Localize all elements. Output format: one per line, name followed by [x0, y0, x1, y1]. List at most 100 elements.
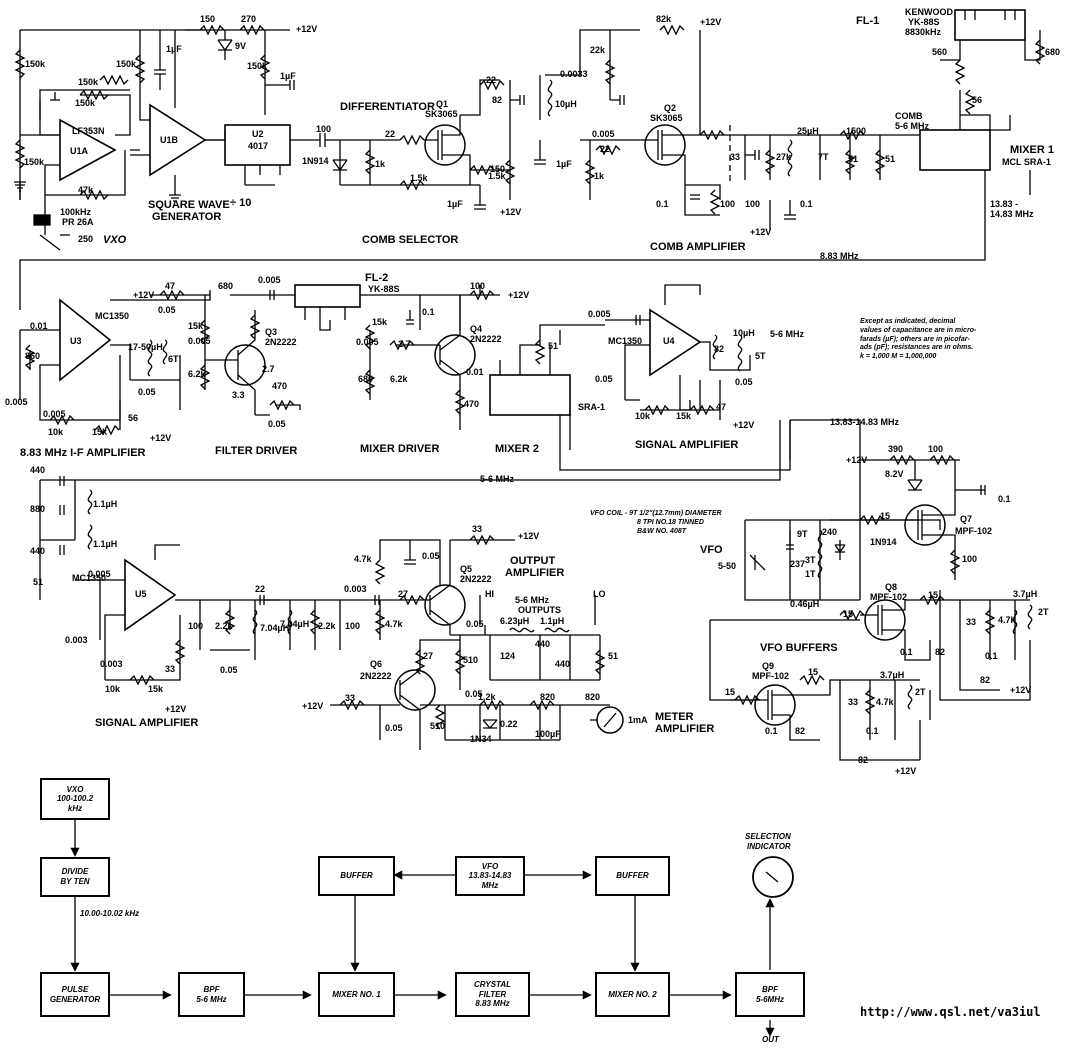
value: 17-50µH [128, 342, 163, 352]
value: 22 [255, 584, 266, 594]
value: 680 [218, 281, 234, 291]
value: 51 [608, 651, 619, 661]
section-meter-amplifier-1: METER [655, 711, 694, 723]
opamp-u1a [59, 118, 117, 182]
value: 51 [548, 341, 559, 351]
block-mixer2-line: MIXER NO. 2 [608, 989, 657, 999]
value: 33 [472, 524, 483, 534]
value: 56 [128, 413, 139, 423]
value: 15k [148, 684, 164, 694]
supply-12v-9: +12V [518, 531, 540, 541]
block-divide: DIVIDE BY TEN [40, 857, 110, 897]
value: 0.003 [100, 659, 123, 669]
value: 22 [486, 75, 497, 85]
value: 1k [375, 159, 386, 169]
label-sra1: SRA-1 [578, 402, 606, 412]
section-square-wave-2: GENERATOR [152, 211, 222, 223]
block-vfo: VFO 13.83-14.83 MHz [455, 856, 525, 896]
label-freq-1383: 13.83-14.83 MHz [830, 417, 900, 427]
component-note-1: Except as indicated, decimal [860, 318, 956, 325]
supply-12v-8: +12V [733, 420, 755, 430]
value: 100 [188, 621, 204, 631]
value: 470 [464, 399, 480, 409]
value: 7.04µH [280, 619, 310, 629]
value: 0.0033 [560, 69, 588, 79]
value: 0.05 [595, 374, 613, 384]
value: 15 [880, 511, 891, 521]
value: 2.7 [262, 364, 275, 374]
value: 6T [168, 354, 179, 364]
label-fl2-model: YK-88S [368, 284, 400, 294]
value: 440 [555, 659, 571, 669]
value: 1.1µH [93, 539, 118, 549]
value: 15k [676, 411, 692, 421]
value: 820 [585, 692, 601, 702]
block-pulse-generator: PULSE GENERATOR [40, 972, 110, 1017]
block-buffer1: BUFFER [318, 856, 395, 896]
label-crystal-part: PR 26A [62, 217, 94, 227]
opamp-u5 [124, 558, 177, 632]
label-u1b: U1B [160, 135, 179, 145]
label-f5: 14.83 MHz [990, 209, 1034, 219]
label-fl1-freq: 8830kHz [905, 27, 942, 37]
block-vxo-line-2: 100-100.2 [56, 794, 94, 804]
value: 33 [966, 617, 977, 627]
value: 100µF [535, 729, 561, 739]
component-note-2: values of capacitance are in micro- [860, 326, 977, 334]
block-crystal-line-3: 8.83 MHz [475, 999, 510, 1009]
value: 0.05 [735, 377, 753, 387]
supply-12v-4: +12V [750, 227, 772, 237]
section-vfo-buffers: VFO BUFFERS [760, 642, 838, 654]
section-if-amplifier: 8.83 MHz I-F AMPLIFIER [20, 447, 146, 459]
value: 82k [656, 14, 672, 24]
value: 440 [30, 465, 46, 475]
value: 150k [78, 77, 99, 87]
value: 100 [962, 554, 978, 564]
value: 22 [385, 129, 396, 139]
block-divide-line-2: BY TEN [60, 877, 90, 886]
label-q1-part: SK3065 [425, 109, 458, 119]
value: 47 [165, 281, 176, 291]
value: 22 [600, 144, 611, 154]
value: 7T [818, 152, 829, 162]
value: 150k [116, 59, 137, 69]
value: 1.1µH [540, 616, 565, 626]
block-crystal-line-2: FILTER [478, 989, 507, 999]
value: 15 [928, 590, 939, 600]
section-vfo: VFO [700, 544, 723, 556]
value: 47k [78, 185, 94, 195]
block-out-label: OUT [762, 1035, 779, 1044]
block-buffer2-line: BUFFER [616, 871, 649, 881]
label-q8-part: MPF-102 [870, 592, 908, 602]
label-1n914-a: 1N914 [302, 156, 329, 166]
transistor-q6-body [394, 669, 436, 711]
value: 6.2k [390, 374, 408, 384]
value: 1µF [280, 71, 296, 81]
value: 51 [33, 577, 44, 587]
label-q8: Q8 [885, 582, 898, 592]
value: 0.1 [422, 307, 435, 317]
label-q6: Q6 [370, 659, 383, 669]
value: 5-50 [718, 561, 737, 571]
value: 820 [540, 692, 556, 702]
label-q5: Q5 [460, 564, 473, 574]
supply-12v-5: +12V [133, 290, 155, 300]
filter-fl1-body [954, 9, 1026, 41]
value: 4.7k [385, 619, 403, 629]
value: 33 [848, 697, 859, 707]
value: 680 [1045, 47, 1061, 57]
value: 82 [714, 344, 725, 354]
label-div10: ÷ 10 [230, 197, 252, 209]
value: 0.1 [998, 494, 1011, 504]
section-output-amplifier-2: AMPLIFIER [505, 567, 565, 579]
value: 1.5k [410, 173, 428, 183]
supply-12v-12: +12V [846, 455, 868, 465]
label-q2-part: SK3065 [650, 113, 683, 123]
value: 15 [725, 687, 736, 697]
block-bpf2-line-2: 5-6MHz [755, 994, 784, 1004]
value: 0.1 [765, 726, 778, 736]
value: 15k [188, 321, 204, 331]
value: 440 [535, 639, 551, 649]
value: 0.05 [220, 665, 238, 675]
